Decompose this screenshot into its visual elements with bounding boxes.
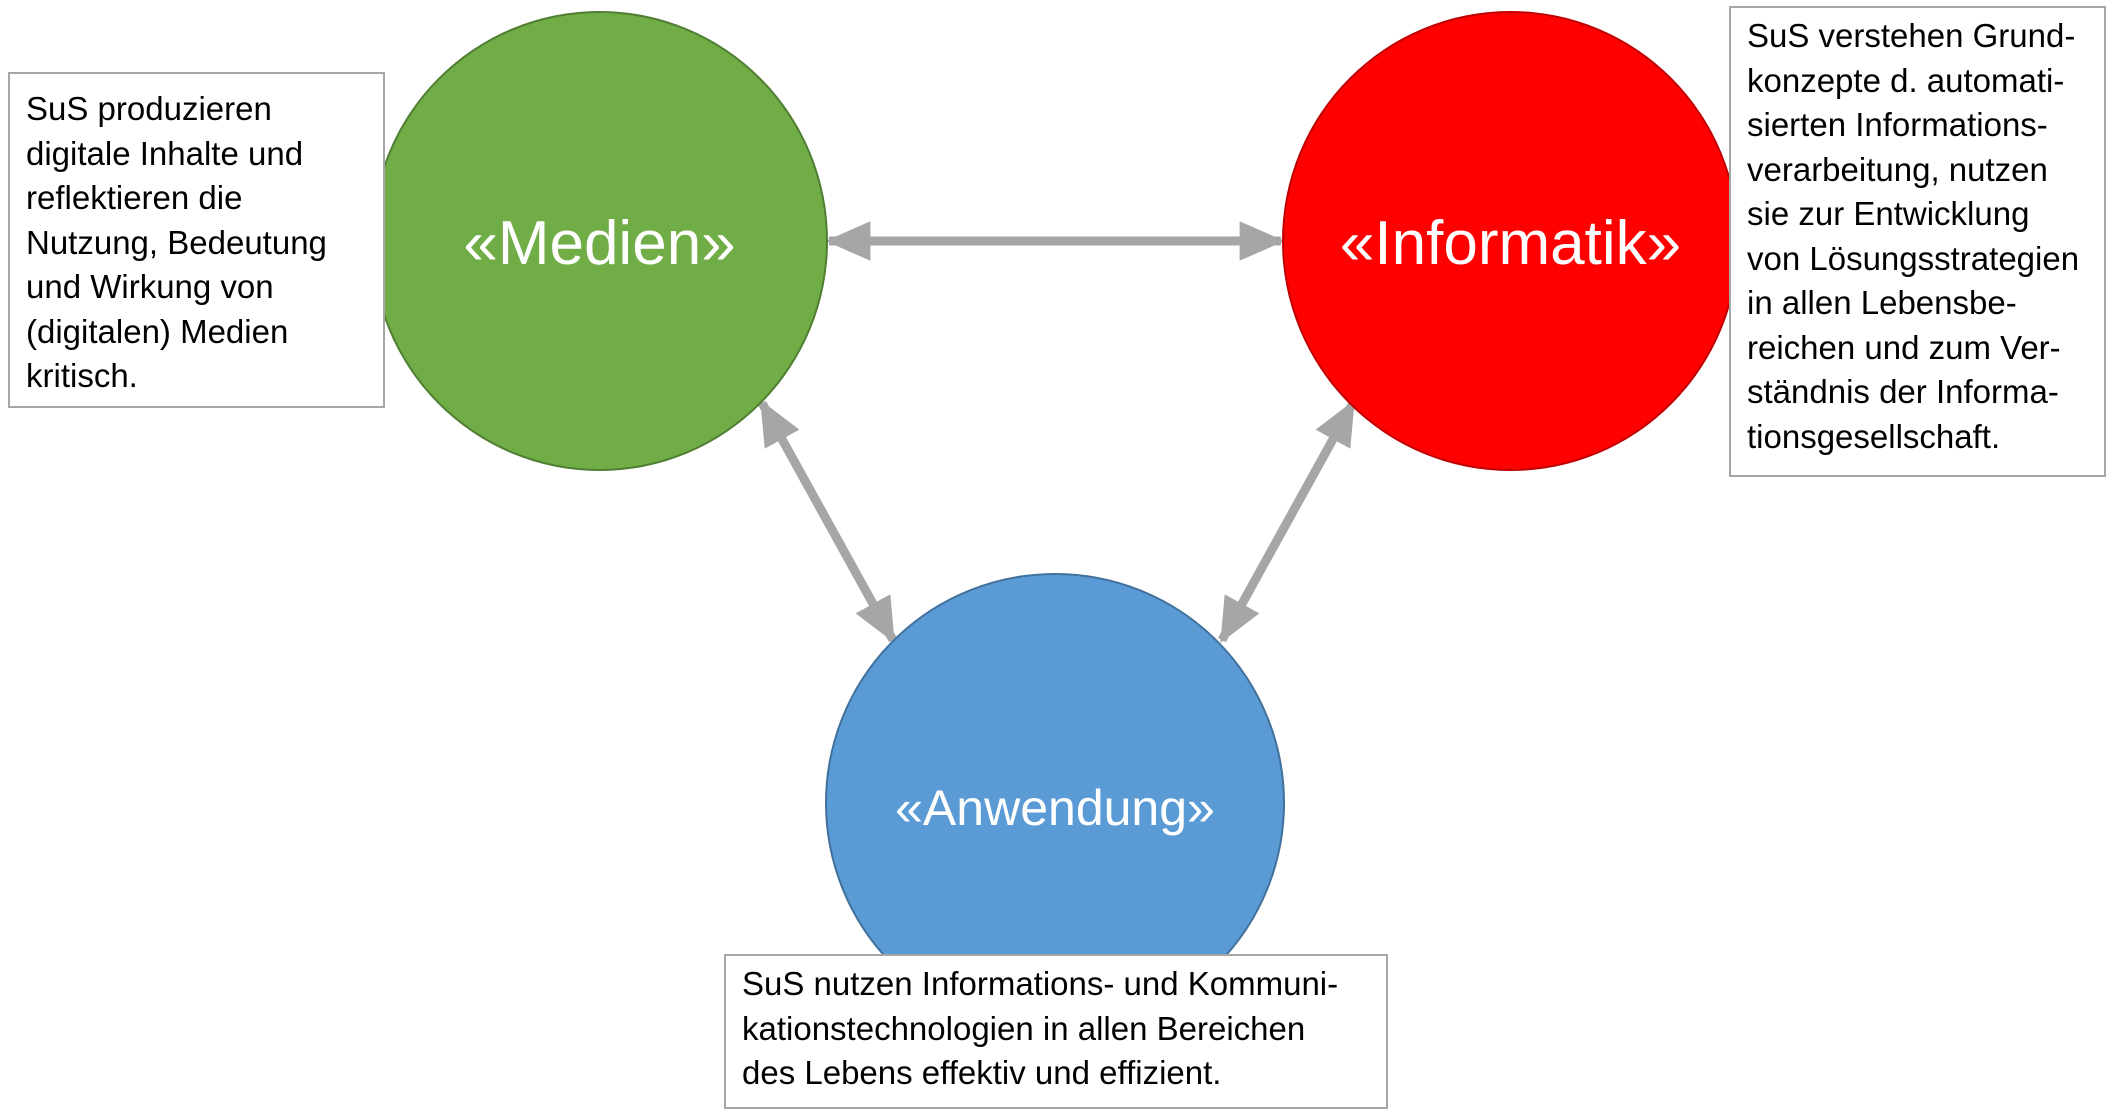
description-box-informatik: SuS verstehen Grund- konzepte d. automat… (1729, 6, 2106, 477)
circle-anwendung-label: «Anwendung» (895, 780, 1215, 836)
description-line: SuS produzieren (26, 90, 272, 127)
circle-medien-label: «Medien» (463, 209, 736, 278)
description-line: von Lösungsstrategien (1747, 239, 2080, 277)
description-line: (digitalen) Medien (26, 312, 289, 350)
description-line: SuS nutzen Informations- und Kommuni- (742, 965, 1339, 1002)
description-line: ständnis der Informa- (1747, 373, 2059, 410)
description-line: Nutzung, Bedeutung (26, 223, 327, 261)
description-line: des Lebens effektiv und effizient. (742, 1054, 1222, 1091)
description-line: kritisch. (26, 357, 138, 394)
description-line: digitale Inhalte und (26, 134, 304, 172)
circle-informatik-label: «Informatik» (1339, 209, 1682, 278)
description-line: sie zur Entwicklung (1747, 195, 2030, 232)
description-line: verarbeitung, nutzen (1747, 150, 2048, 188)
circle-informatik: «Informatik» (1282, 11, 1739, 471)
description-line: und Wirkung von (26, 268, 274, 305)
description-line: in allen Lebensbe- (1747, 284, 2017, 321)
arrow-informatik-anwendung (1218, 399, 1357, 644)
arrow-medien-anwendung (758, 399, 897, 644)
description-box-medien: SuS produzieren digitale Inhalte und ref… (8, 72, 385, 408)
circle-medien: «Medien» (371, 11, 828, 471)
description-line: reichen und zum Ver- (1747, 328, 2061, 366)
description-line: SuS verstehen Grund- (1747, 17, 2076, 54)
description-line: reflektieren die (26, 179, 243, 216)
description-line: konzepte d. automati- (1747, 61, 2065, 99)
description-line: sierten Informations- (1747, 106, 2048, 143)
description-box-anwendung: SuS nutzen Informations- und Kommuni- ka… (724, 954, 1388, 1109)
description-line: kationstechnologien in allen Bereichen (742, 1009, 1306, 1047)
description-line: tionsgesellschaft. (1747, 417, 2001, 455)
